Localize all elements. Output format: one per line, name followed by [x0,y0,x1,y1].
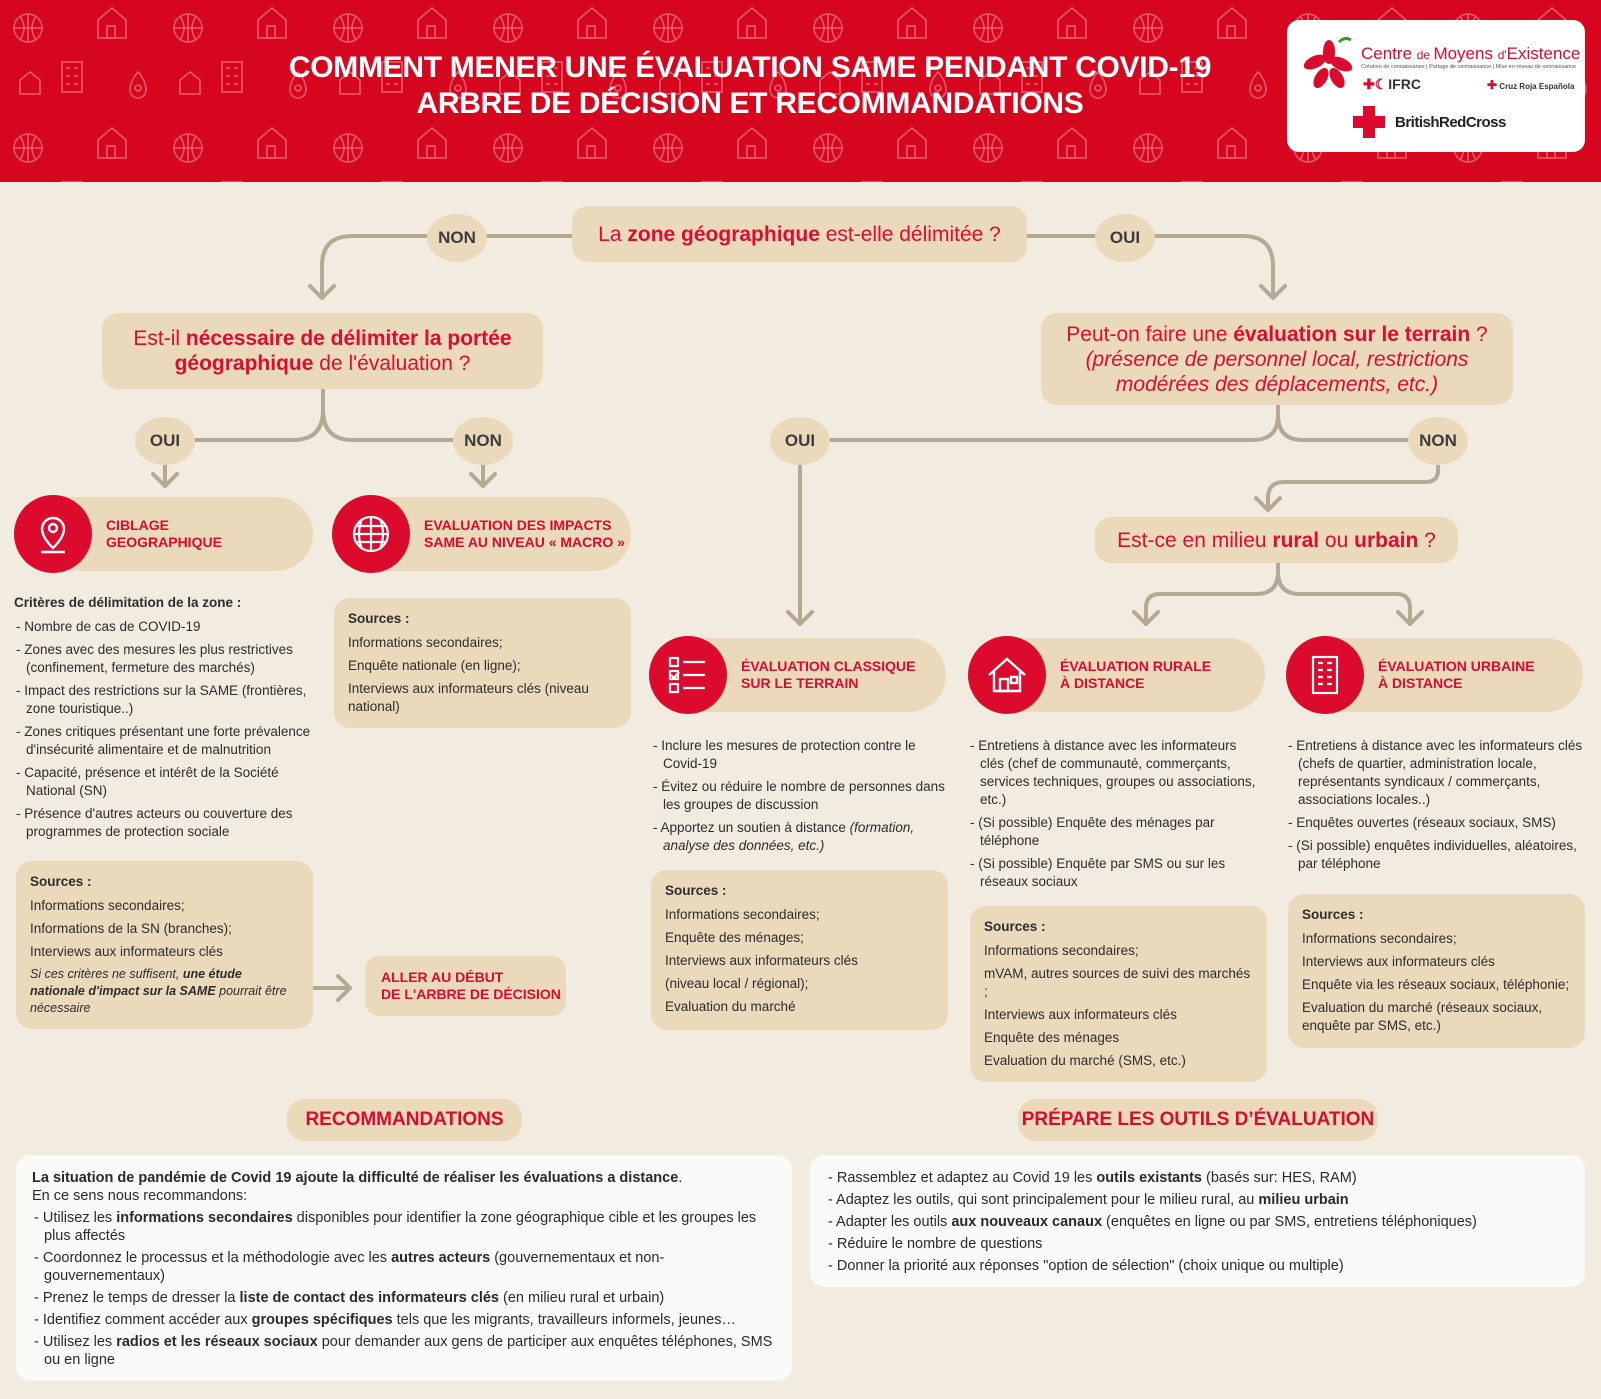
macro-sources: Sources : Informations secondaires; Enqu… [334,598,631,728]
urbain-sources: Sources : Informations secondaires; Inte… [1288,894,1585,1048]
logos-panel: Centre de Moyens d'Existence Création de… [1287,20,1585,152]
recommandations-heading: RECOMMANDATIONS [287,1099,522,1141]
question-terrain: Peut-on faire une évaluation sur le terr… [1041,313,1513,405]
house-icon [968,636,1046,714]
urbain-list: - Entretiens à distance avec les informa… [1288,738,1583,871]
terrain-list: - Inclure les mesures de protection cont… [653,738,945,853]
title-line-1: COMMENT MENER UNE ÉVALUATION SAME PENDAN… [288,51,1212,84]
outils-heading: PRÉPARE LES OUTILS D’ÉVALUATION [1018,1099,1378,1141]
terrain-sources: Sources : Informations secondaires; Enqu… [651,870,948,1030]
answer-oui-1: OUI [1095,214,1155,262]
recommandation-item: - Prenez le temps de dresser la liste de… [34,1290,665,1306]
building-icon [1286,636,1364,714]
recommandation-item: - Coordonnez le processus et la méthodol… [34,1250,665,1284]
page-title: COMMENT MENER UNE ÉVALUATION SAME PENDAN… [250,50,1250,122]
geo-criteria: Critères de délimitation de la zone : - … [14,594,314,846]
recommandation-item: - Identifiez comment accéder aux groupes… [34,1312,736,1328]
rural-sources: Sources : Informations secondaires; mVAM… [970,906,1267,1082]
geo-criterion-item: - Nombre de cas de COVID-19 [16,619,201,634]
recommandation-item: - Utilisez les informations secondaires … [34,1210,757,1244]
outil-item: - Réduire le nombre de questions [828,1236,1043,1252]
question-zone: La zone géographique est-elle délimitée … [572,206,1027,262]
answer-non-3: NON [1408,417,1468,465]
outil-item: - Rassemblez et adaptez au Covid 19 les … [828,1170,1357,1186]
question-delimiter: Est-il nécessaire de délimiter la portée… [102,313,543,389]
checklist-icon [649,636,727,714]
outil-item: - Adapter les outils aux nouveaux canaux… [828,1214,1477,1230]
recommandations-box: La situation de pandémie de Covid 19 ajo… [16,1155,792,1381]
title-line-2: ARBRE DE DÉCISION ET RECOMMANDATIONS [416,87,1084,120]
geo-criterion-item: - Zones critiques présentant une forte p… [16,724,311,757]
cme-logo-icon [1303,36,1353,88]
answer-oui-3: OUI [770,417,830,465]
geo-criterion-item: - Capacité, présence et intérêt de la So… [16,765,279,798]
geo-criterion-item: - Présence d'autres acteurs ou couvertur… [16,806,293,839]
geo-sources: Sources : Informations secondaires; Info… [16,861,313,1029]
outil-item: - Donner la priorité aux réponses "optio… [828,1258,1344,1274]
cme-wordmark: Centre de Moyens d'Existence [1361,44,1581,63]
recommandation-item: - Utilisez les radios et les réseaux soc… [34,1334,773,1368]
outil-item: - Adaptez les outils, qui sont principal… [828,1192,1349,1208]
brc-logo: BritishRedCross [1351,104,1506,140]
map-pin-icon [14,495,92,573]
answer-non-2: NON [453,417,513,465]
question-rural-urbain: Est-ce en milieu rural ou urbain ? [1095,517,1458,563]
globe-icon [332,495,410,573]
cme-subtitle: Création de connaissance | Partage de co… [1361,64,1576,70]
rural-list: - Entretiens à distance avec les informa… [970,738,1256,889]
outils-box: - Rassemblez et adaptez au Covid 19 les … [810,1155,1585,1287]
answer-oui-2: OUI [135,417,195,465]
red-cross-icon [1353,106,1385,138]
cre-logo: ✚ Cruz Roja Española [1487,78,1575,92]
answer-non-1: NON [427,214,487,262]
geo-criterion-item: - Zones avec des mesures les plus restri… [16,642,293,675]
ifrc-logo: ✚☾IFRC [1363,76,1421,92]
geo-criterion-item: - Impact des restrictions sur la SAME (f… [16,683,307,716]
